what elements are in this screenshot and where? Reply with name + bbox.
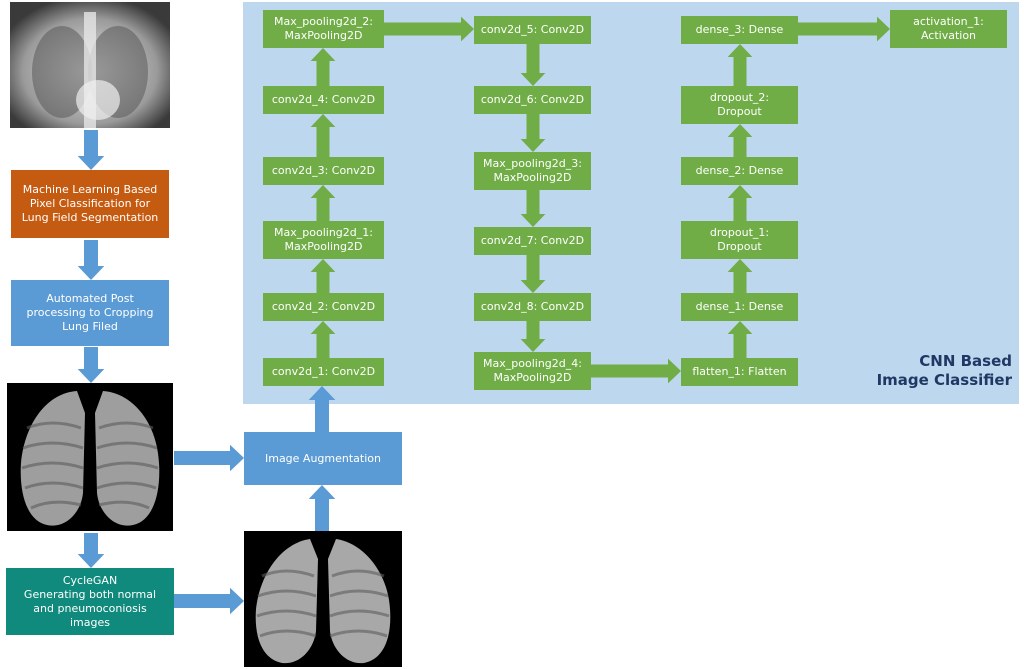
arrow-conv2-to-pool1 [310,259,336,293]
generated-lung-image [244,531,402,667]
cnn-layer-conv2d-3: conv2d_3: Conv2D [263,157,384,185]
arrow-dense3-to-activation [798,16,890,42]
arrow-cropping-to-lung [77,347,105,383]
arrow-dropout1-to-dense2 [727,185,753,221]
cnn-layer-max-pooling-1: Max_pooling2d_1: MaxPooling2D [263,221,384,259]
lung-segmentation-box: Machine Learning Based Pixel Classificat… [11,170,169,238]
arrow-conv7-to-conv8 [520,255,546,293]
arrow-flatten-to-dense1 [727,321,753,358]
cnn-panel-title: CNN Based Image Classifier [876,352,1012,389]
arrow-lung-to-cyclegan [77,533,105,568]
cnn-layer-conv2d-7: conv2d_7: Conv2D [474,227,591,255]
cnn-layer-dense-3: dense_3: Dense [681,16,798,44]
cnn-layer-max-pooling-3: Max_pooling2d_3: MaxPooling2D [474,152,591,190]
arrow-dense2-to-dropout2 [727,124,753,157]
cnn-layer-conv2d-5: conv2d_5: Conv2D [474,16,591,44]
arrow-pool1-to-conv3 [310,185,336,221]
cyclegan-box: CycleGAN Generating both normal and pneu… [6,568,174,635]
segmented-lung-image [7,383,173,531]
chest-xray-image [10,2,170,128]
cnn-layer-dense-2: dense_2: Dense [681,157,798,185]
cnn-layer-conv2d-4: conv2d_4: Conv2D [263,86,384,114]
arrow-conv3-to-conv4 [310,114,336,157]
arrow-pool3-to-conv7 [520,190,546,227]
cnn-panel [243,2,1019,404]
cnn-layer-conv2d-1: conv2d_1: Conv2D [263,358,384,386]
cnn-layer-dropout-1: dropout_1: Dropout [681,221,798,259]
arrow-xray-to-segmentation [77,130,105,170]
cnn-layer-dense-1: dense_1: Dense [681,293,798,321]
arrow-segmentation-to-cropping [77,240,105,280]
cropping-box: Automated Post processing to Cropping Lu… [11,280,169,346]
arrow-conv1-to-conv2 [310,321,336,358]
cnn-layer-flatten-1: flatten_1: Flatten [681,358,798,386]
arrow-conv8-to-pool4 [520,321,546,352]
arrow-pool2-to-conv5 [384,16,474,42]
arrow-conv6-to-pool3 [520,114,546,152]
arrow-conv5-to-conv6 [520,44,546,86]
arrow-generated-to-augmentation [308,485,336,531]
arrow-dropout2-to-dense3 [727,44,753,86]
arrow-cyclegan-to-generated [174,587,244,615]
cnn-layer-conv2d-6: conv2d_6: Conv2D [474,86,591,114]
arrow-augmentation-to-cnn [308,386,336,432]
arrow-pool4-to-flatten [591,358,681,384]
arrow-dense1-to-dropout1 [727,259,753,293]
cnn-layer-activation-1: activation_1: Activation [890,10,1007,48]
arrow-conv4-to-pool2 [310,48,336,86]
arrow-lung-to-augmentation [174,444,244,472]
image-augmentation-box: Image Augmentation [244,432,402,485]
cnn-layer-dropout-2: dropout_2: Dropout [681,86,798,124]
cnn-layer-conv2d-2: conv2d_2: Conv2D [263,293,384,321]
cnn-layer-conv2d-8: conv2d_8: Conv2D [474,293,591,321]
cnn-layer-max-pooling-4: Max_pooling2d_4: MaxPooling2D [474,352,591,390]
cnn-layer-max-pooling-2: Max_pooling2d_2: MaxPooling2D [263,10,384,48]
